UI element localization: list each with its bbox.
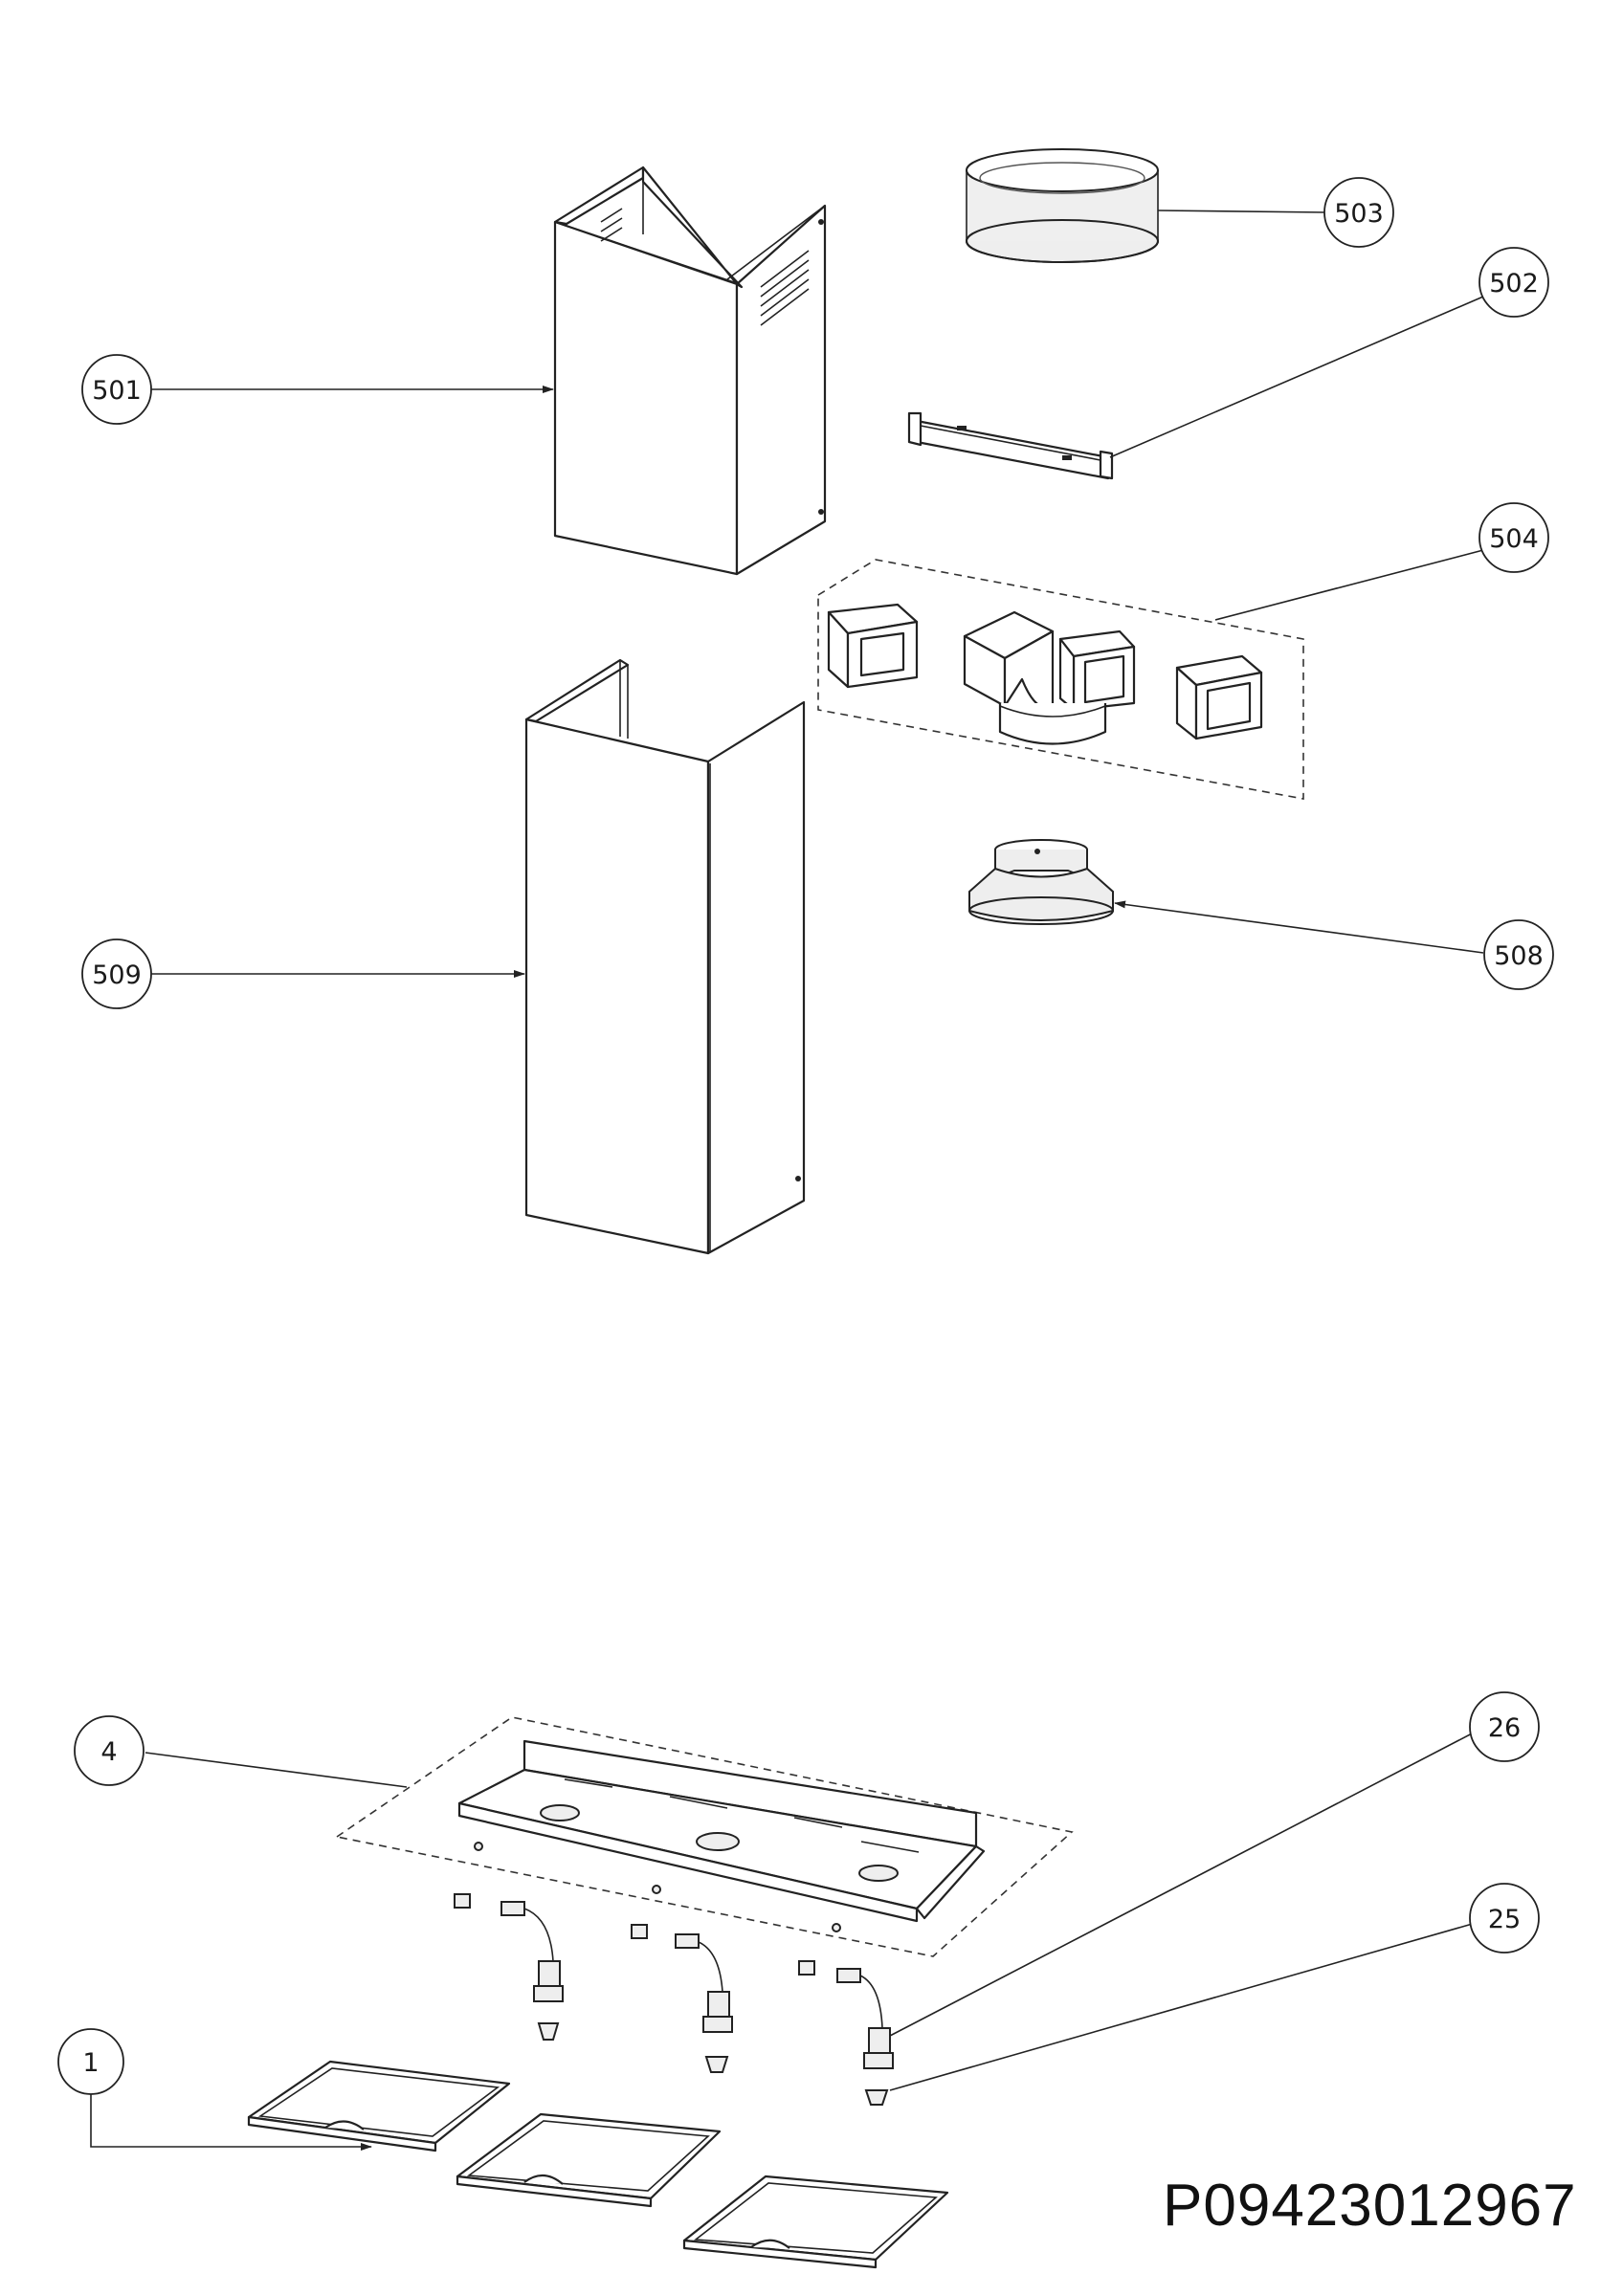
part-508-reducer: [968, 839, 1114, 925]
callout-503: 503: [1323, 177, 1394, 248]
vent-slots-501: [600, 208, 810, 326]
callout-label: 25: [1488, 1905, 1521, 1934]
part-502-bracket: [907, 411, 1114, 480]
callout-509: 509: [81, 938, 152, 1009]
callout-501: 501: [81, 354, 152, 425]
callout-label: 509: [92, 960, 142, 990]
callout-label: 4: [100, 1737, 117, 1767]
part-1-grease-filters: [247, 2060, 949, 2269]
callout-label: 1: [82, 2048, 99, 2078]
callout-label: 26: [1488, 1713, 1521, 1743]
part-4-hood-base: [334, 1716, 1074, 1957]
part-26-lamp-holders: [454, 1893, 894, 2106]
callout-504: 504: [1478, 502, 1549, 573]
leader-lines: [90, 210, 1484, 2151]
document-number: P09423012967: [1163, 2173, 1577, 2239]
part-504-duct-adapters: [817, 559, 1304, 800]
duct-adapter-center: [963, 610, 1136, 745]
duct-adapter-right: [1175, 654, 1263, 740]
callout-25: 25: [1469, 1883, 1540, 1954]
callout-4: 4: [74, 1715, 145, 1786]
callout-label: 508: [1494, 941, 1544, 971]
part-501-upper-chimney: [553, 166, 827, 576]
callout-1: 1: [57, 2028, 124, 2095]
callout-508: 508: [1483, 919, 1554, 990]
part-503-ring: [966, 148, 1159, 263]
base-slots: [564, 1778, 920, 1853]
callout-502: 502: [1478, 247, 1549, 318]
part-509-lower-chimney: [524, 658, 806, 1255]
callout-label: 503: [1334, 199, 1384, 229]
callout-label: 504: [1489, 524, 1539, 554]
callout-label: 501: [92, 376, 142, 406]
duct-adapter-left: [827, 603, 919, 689]
callout-label: 502: [1489, 269, 1539, 298]
callout-26: 26: [1469, 1691, 1540, 1762]
